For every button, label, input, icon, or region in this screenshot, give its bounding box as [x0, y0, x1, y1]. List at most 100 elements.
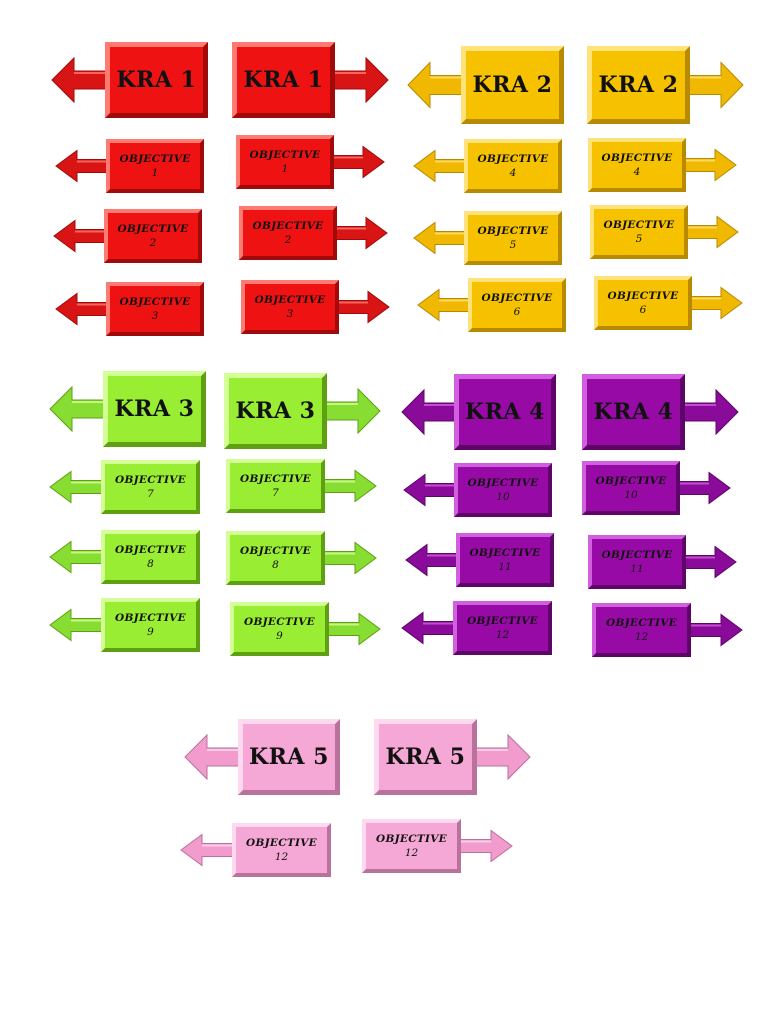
objective-1-right-shape — [236, 135, 385, 189]
kra-3-left: KRA 3 — [49, 371, 206, 447]
arrow-left-icon — [407, 61, 464, 109]
objective-11-right-shape — [588, 535, 737, 589]
arrow-right-icon — [336, 290, 390, 324]
box-face — [587, 379, 680, 445]
kra-4-right: KRA 4 — [582, 374, 739, 450]
box-face — [234, 606, 325, 652]
objective-5-left-shape — [413, 211, 562, 265]
arrow-right-icon — [322, 541, 377, 575]
objective-2-left-shape — [53, 209, 202, 263]
objective-10-right-shape — [582, 461, 731, 515]
arrow-right-icon — [332, 56, 389, 104]
box-face — [243, 210, 333, 256]
arrow-right-icon — [326, 612, 381, 646]
kra-1-left: KRA 1 — [51, 42, 208, 118]
box-face — [105, 602, 196, 648]
arrow-left-icon — [401, 388, 457, 436]
objective-5-right-shape — [590, 205, 739, 259]
kra-5-right-shape — [374, 719, 531, 795]
arrow-left-icon — [403, 473, 457, 507]
kra-2-right: KRA 2 — [587, 46, 744, 124]
box-face — [592, 51, 685, 119]
arrow-left-icon — [413, 149, 467, 183]
box-face — [458, 467, 548, 513]
objective-4-right-shape — [588, 138, 737, 192]
arrow-left-icon — [180, 833, 235, 867]
box-face — [230, 463, 321, 509]
box-face — [366, 823, 457, 869]
box-face — [110, 143, 200, 189]
kra-2-left-shape — [407, 46, 564, 124]
kra-2-left: KRA 2 — [407, 46, 564, 124]
objective-11-left-shape — [405, 533, 554, 587]
arrow-right-icon — [683, 148, 737, 182]
arrow-right-icon — [688, 613, 743, 647]
box-face — [468, 215, 558, 261]
kra-2-right-shape — [587, 46, 744, 124]
box-face — [592, 539, 682, 585]
arrow-left-icon — [49, 540, 104, 574]
objective-9-right-shape — [230, 602, 381, 656]
box-face — [592, 142, 682, 188]
box-face — [105, 464, 196, 510]
arrow-right-icon — [687, 61, 744, 109]
box-face — [460, 537, 550, 583]
objective-6-right-shape — [594, 276, 743, 330]
kra-1-right-shape — [232, 42, 389, 118]
objective-7-left-shape — [49, 460, 200, 514]
arrow-left-icon — [55, 292, 109, 326]
kra-5-right: KRA 5 — [374, 719, 531, 795]
box-face — [240, 139, 330, 185]
box-face — [586, 465, 676, 511]
objective-7-right-shape — [226, 459, 377, 513]
kra-3-right: KRA 3 — [224, 373, 381, 449]
arrow-right-icon — [474, 733, 531, 781]
box-face — [229, 378, 322, 444]
objective-8-left-shape — [49, 530, 200, 584]
kra-3-left-shape — [49, 371, 206, 447]
kra-5-left-shape — [184, 719, 340, 795]
objective-4-left-shape — [413, 139, 562, 193]
objective-12-right-shape — [592, 603, 743, 657]
box-face — [245, 284, 335, 330]
kra-1-right: KRA 1 — [232, 42, 389, 118]
objective-12-left-shape — [401, 601, 552, 655]
arrow-left-icon — [53, 219, 107, 253]
box-face — [466, 51, 559, 119]
arrow-left-icon — [417, 288, 471, 322]
box-face — [108, 213, 198, 259]
arrow-left-icon — [49, 385, 106, 433]
arrow-right-icon — [682, 388, 739, 436]
objective-12-pink-right-shape — [362, 819, 513, 873]
arrow-right-icon — [322, 469, 377, 503]
box-face — [243, 724, 335, 790]
box-face — [237, 47, 330, 113]
arrow-left-icon — [51, 56, 108, 104]
arrow-left-icon — [401, 611, 456, 645]
kra-4-left: KRA 4 — [401, 374, 556, 450]
box-face — [472, 282, 562, 328]
arrow-right-icon — [683, 545, 737, 579]
objective-1-left-shape — [55, 139, 204, 193]
box-face — [459, 379, 551, 445]
kra-1-left-shape — [51, 42, 208, 118]
arrow-left-icon — [55, 149, 109, 183]
objective-8-right-shape — [226, 531, 377, 585]
